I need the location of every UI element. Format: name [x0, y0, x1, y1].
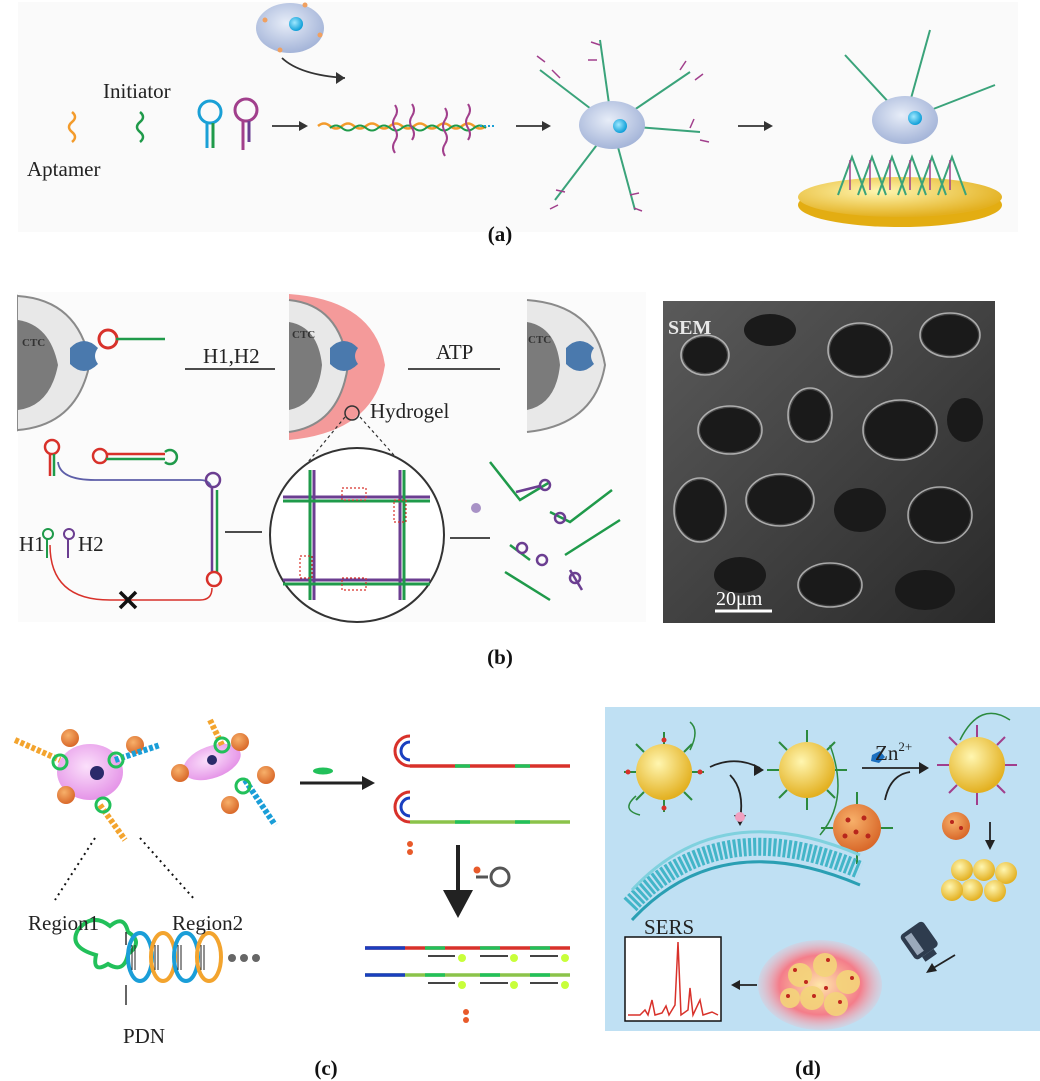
- arrowhead-icon: [299, 121, 308, 131]
- scale-bar-label: 20μm: [716, 588, 763, 610]
- h1-label: H1: [19, 532, 45, 556]
- pdn-label: PDN: [123, 1024, 165, 1048]
- h1h2-label: H1,H2: [203, 344, 260, 368]
- arrow-d4-icon: [884, 771, 911, 801]
- hairpin-purple-icon: [233, 97, 259, 150]
- gold-nanoparticle-3-icon: [937, 712, 1017, 805]
- zn-label: Zn2+: [875, 739, 912, 765]
- initiator-squiggle-icon: [135, 111, 145, 143]
- caption-d: (d): [795, 1056, 821, 1080]
- raman-probe-icon: [900, 921, 938, 962]
- aptamer-squiggle-icon: [67, 111, 77, 143]
- orange-nanoparticle-icon: [821, 792, 893, 864]
- aptamer-label: Aptamer: [27, 157, 100, 181]
- cell-membrane-icon: [623, 812, 864, 922]
- aptamer-strand-icon: [628, 795, 641, 816]
- ctc-cell-3-icon: [526, 299, 607, 433]
- zinc-ion-icon: [871, 751, 885, 763]
- sem-label: SEM: [668, 317, 711, 339]
- zoom-line-c-right: [139, 837, 196, 901]
- initiator-label: Initiator: [103, 79, 171, 103]
- ctc-cell-1-icon: [17, 294, 165, 432]
- pink-cell-1-icon: [57, 744, 123, 800]
- zoom-line-c-left: [54, 837, 96, 901]
- zoom-source-icon: [344, 405, 360, 421]
- cell-top-icon: [256, 2, 324, 53]
- sers-spectrum-line: [628, 941, 719, 1018]
- hydrogel-label: Hydrogel: [370, 399, 449, 423]
- panel-d: Zn2+ SERS (d): [605, 707, 1040, 1080]
- arrowhead-icon: [926, 963, 937, 973]
- arrowhead-icon: [919, 762, 929, 774]
- sem-micrograph: [663, 301, 995, 623]
- region2-label: Region2: [172, 911, 243, 935]
- aptamer-strand-icon: [689, 721, 696, 751]
- sers-aggregate-icon: [758, 940, 882, 1030]
- hydrogel-network-icon: [269, 447, 445, 623]
- product-strands-icon: [365, 946, 570, 1023]
- pink-cell-2-icon: [183, 743, 241, 781]
- panel-b: CTC CTC CTC H1,H2 ATP Hydrogel H1 H2 SEM…: [17, 292, 995, 669]
- arrowhead-icon: [443, 890, 473, 918]
- caption-a: (a): [488, 222, 513, 246]
- panel-c: Region1 Region2 PDN (c): [13, 718, 570, 1080]
- gold-nanoparticle-1-icon: [624, 732, 704, 812]
- atp-molecule-icon: [471, 503, 481, 513]
- region1-label: Region1: [28, 911, 99, 935]
- dna-assembly-icon: [317, 103, 496, 157]
- cell-with-dna-branches-icon: [536, 39, 710, 212]
- arrowhead-icon: [731, 980, 740, 990]
- arrowhead-icon: [542, 121, 551, 131]
- pdn-loops-icon: [51, 736, 252, 814]
- arrowhead-icon: [764, 121, 773, 131]
- caption-b: (b): [487, 645, 513, 669]
- arrowhead-icon: [362, 776, 375, 790]
- arrowhead-icon: [985, 840, 995, 850]
- cross-mark-icon: [118, 590, 138, 610]
- sers-label: SERS: [644, 915, 694, 939]
- small-orange-nanoparticle-icon: [942, 812, 970, 840]
- hairpin-blue-icon: [197, 99, 223, 148]
- ctc-cell-hydrogel-icon: [288, 294, 385, 440]
- panel-a: Initiator Aptamer (a): [18, 2, 1018, 246]
- gold-substrate-icon: [798, 29, 1002, 227]
- h2-label: H2: [78, 532, 104, 556]
- h1-h2-assembly-icon: [42, 438, 223, 601]
- unfolded-strands-icon: [393, 734, 570, 855]
- ctc-label-2: CTC: [292, 329, 315, 341]
- gold-cluster-icon: [941, 859, 1017, 902]
- ctc-label-3: CTC: [528, 334, 551, 346]
- released-strands-icon: [489, 461, 621, 602]
- arrowhead-icon: [336, 72, 345, 84]
- reagent-icon: [313, 767, 333, 775]
- pdn-detail-icon: [73, 918, 260, 1005]
- ctc-label-1: CTC: [22, 337, 45, 349]
- orange-particles-icon: [57, 729, 275, 814]
- atp-label: ATP: [436, 340, 473, 364]
- arrowhead-icon: [754, 764, 764, 776]
- probe-hairpin-icon: [473, 866, 511, 888]
- sers-spectrum-chart: [624, 936, 722, 1022]
- caption-c: (c): [314, 1056, 337, 1080]
- zoom-line-right: [359, 416, 426, 491]
